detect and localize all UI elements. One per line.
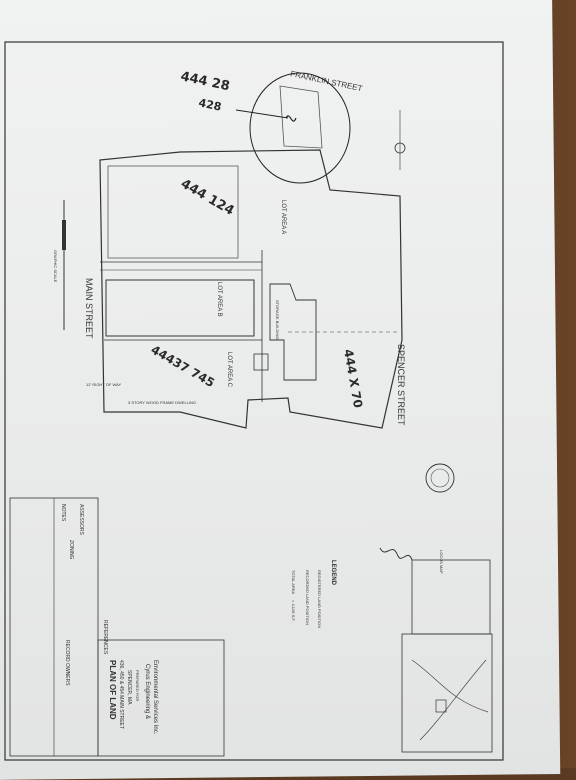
assessors-title: ASSESSORS [78, 504, 84, 536]
right-of-way-label: 12' RIGHT OF WAY [86, 382, 121, 387]
sheet-border [4, 41, 504, 761]
locus-site-marker [435, 699, 447, 713]
lot-outline [99, 149, 403, 429]
plan-town: SPENCER, MA [126, 670, 132, 705]
legend-item-1: REGISTERED LAND POSITION [317, 570, 322, 628]
certification-box [411, 559, 491, 635]
storage-building-outline [269, 283, 317, 381]
top-lot-outline [279, 85, 323, 149]
lot-area-c-label: LOT AREA C [226, 352, 232, 388]
engineer-seal [425, 463, 455, 493]
firm-name-1: Cyrus Engineering & [144, 664, 150, 719]
lot-area-b-label: LOT AREA B [216, 282, 222, 317]
legend-title: LEGEND [330, 560, 336, 586]
leader-line [235, 109, 289, 119]
handwritten-number-1: 444 28 [179, 69, 231, 94]
circled-detail [249, 72, 351, 184]
locus-map-box [401, 633, 493, 753]
handwritten-number-5: 444 X 70 [341, 348, 365, 409]
handwritten-arrow [285, 115, 297, 122]
engineer-seal-inner [430, 468, 450, 488]
dwelling-label: 3 STORY WOOD FRAME DWELLING [128, 400, 196, 405]
record-owners-title: RECORD OWNERS [64, 640, 70, 686]
spencer-street-label: SPENCER STREET [396, 344, 406, 426]
locus-map-title: LOCUS MAP [439, 550, 444, 574]
locus-roads [411, 659, 489, 741]
legend-item-2: RECORDED LAND POSITION [305, 570, 310, 625]
legend-total-label: TOTAL AREA [291, 570, 296, 594]
legend-total-value: = 4,128 S.F. [291, 600, 296, 621]
handwritten-number-2: 428 [197, 96, 222, 113]
building-outline-2 [105, 279, 255, 337]
plan-address: 436, 450 & 454 MAIN STREET [118, 660, 124, 729]
lot-area-a-label: LOT AREA A [280, 200, 286, 234]
building-outline-1 [107, 165, 239, 259]
references-title: REFERENCES [102, 620, 108, 655]
zoning-title: ZONING [68, 540, 74, 560]
handwritten-number-4: 44437 745 [149, 342, 217, 390]
storage-building-label: STORAGE BUILDING [275, 300, 280, 340]
notes-title: NOTES [60, 504, 66, 522]
scale-bar-segment [62, 220, 66, 250]
signature-mark [379, 547, 413, 561]
plan-title: PLAN OF LAND [108, 660, 117, 720]
firm-name-2: Environmental Services Inc. [152, 660, 158, 735]
shed-outline [253, 353, 269, 371]
handwritten-number-3: 444 124 [178, 176, 236, 218]
scale-label: GRAPHIC SCALE [53, 250, 58, 283]
main-street-label: MAIN STREET [84, 278, 94, 339]
title-block [97, 639, 225, 757]
prepared-for-label: PREPARED FOR [135, 670, 140, 701]
